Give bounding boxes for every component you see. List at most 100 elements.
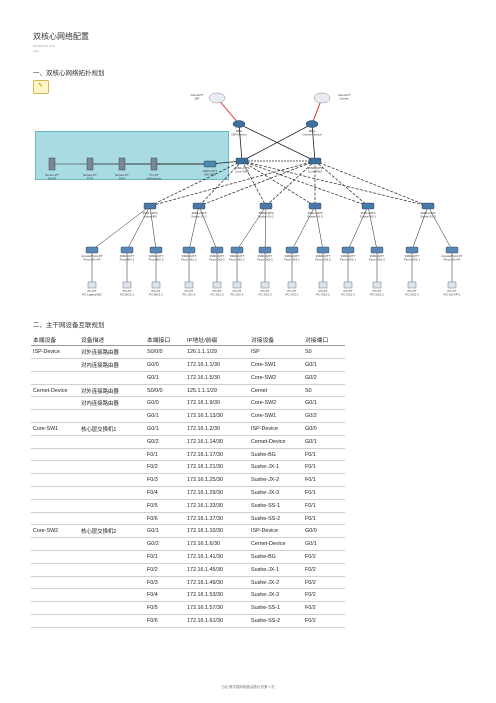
link-line xyxy=(265,160,316,207)
link-line xyxy=(198,205,218,251)
table-cell: Sushe-SS-1 xyxy=(249,601,303,616)
access-switch xyxy=(258,246,272,254)
pc-icon xyxy=(184,281,194,289)
table-cell: G0/0 xyxy=(303,524,345,539)
access-switch xyxy=(230,246,244,254)
table-cell xyxy=(79,460,145,475)
table-cell: 172.16.1.2/30 xyxy=(185,422,249,436)
access-switch xyxy=(405,246,419,254)
server-icon xyxy=(150,157,158,171)
table-cell: 172.16.1.25/30 xyxy=(185,473,249,488)
table-cell: Sushe-SS-2 xyxy=(249,512,303,526)
table-cell: 172.16.1.21/30 xyxy=(185,460,249,475)
table-cell: F0/1 xyxy=(303,460,345,475)
table-cell: F0/3 xyxy=(145,473,185,488)
doc-author: rock xyxy=(33,49,39,53)
link-line xyxy=(238,123,243,162)
link-line xyxy=(291,205,316,251)
isp-router xyxy=(232,120,246,128)
table-cell: F0/6 xyxy=(145,512,185,526)
isp-cloud xyxy=(208,92,226,104)
access-switch xyxy=(182,246,196,254)
core-switch-1 xyxy=(235,157,249,165)
doc-date: 2014/01/20 9:23 xyxy=(33,44,55,48)
table-cell: ISP-Device xyxy=(31,345,79,360)
table-cell xyxy=(31,499,79,513)
table-cell: Cernet-Device xyxy=(249,537,303,552)
note-icon[interactable]: ✎ xyxy=(33,80,49,94)
table-cell: F0/2 xyxy=(303,550,345,564)
pc-icon xyxy=(122,281,132,289)
table-cell: G0/1 xyxy=(303,537,345,552)
table-cell xyxy=(79,563,145,577)
table-cell: 172.16.1.49/30 xyxy=(185,576,249,590)
table-cell: Cernet xyxy=(249,384,303,398)
table-cell: 172.16.1.29/30 xyxy=(185,486,249,500)
link-line xyxy=(236,205,267,251)
table-cell: F0/1 xyxy=(145,448,185,462)
table-cell: 172.16.1.41/30 xyxy=(185,550,249,564)
access-switch xyxy=(316,246,330,254)
table-cell xyxy=(31,448,79,462)
table-cell: F0/5 xyxy=(145,601,185,616)
page-title: 双核心网络配置 xyxy=(33,32,89,41)
server-icon xyxy=(86,157,94,171)
link-line xyxy=(314,160,429,207)
link-line xyxy=(411,205,429,251)
table-cell: 126.1.1.1/29 xyxy=(185,345,249,360)
table-cell: F0/2 xyxy=(303,563,345,577)
distribution-switch xyxy=(259,202,273,210)
table-cell xyxy=(31,435,79,449)
table-cell: 172.16.1.6/30 xyxy=(185,537,249,552)
link-line xyxy=(264,205,267,251)
pc-icon xyxy=(318,281,328,289)
pc-icon xyxy=(260,281,270,289)
table-cell: F0/4 xyxy=(145,486,185,500)
table-cell: Sushe-SS-2 xyxy=(249,614,303,628)
table-cell: F0/2 xyxy=(303,601,345,616)
access-switch xyxy=(85,246,99,254)
table-cell: F0/2 xyxy=(145,460,185,475)
table-cell xyxy=(31,486,79,500)
table-cell xyxy=(79,409,145,424)
link-line xyxy=(91,205,151,251)
table-cell xyxy=(31,371,79,385)
table-cell: F0/1 xyxy=(303,486,345,500)
table-cell: G0/1 xyxy=(145,371,185,385)
table-cell: Sushe-BG xyxy=(249,550,303,564)
table-cell: 172.16.1.33/30 xyxy=(185,499,249,513)
cernet-cloud xyxy=(313,92,331,104)
table-cell: Sushe-JX-1 xyxy=(249,460,303,475)
pc-icon xyxy=(343,281,353,289)
table-cell: S0 xyxy=(303,345,345,360)
access-switch xyxy=(149,246,163,254)
pc-icon xyxy=(151,281,161,289)
table-cell: F0/1 xyxy=(303,499,345,513)
distribution-switch xyxy=(361,202,375,210)
table-header-row: 本端设备 设备描述 本端接口 IP地址/前缀 对接设备 对接端口 xyxy=(31,333,345,347)
